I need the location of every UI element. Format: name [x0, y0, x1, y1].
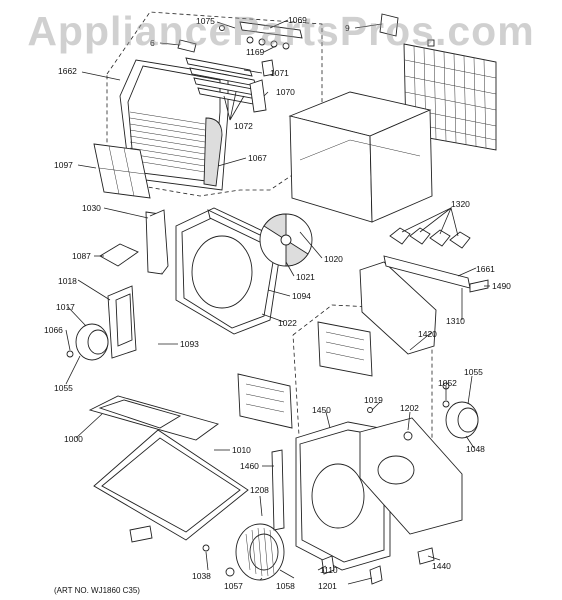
condenser-fan-blade — [259, 213, 313, 267]
blower-motor — [442, 400, 479, 439]
callout-1169: 1169 — [246, 47, 265, 57]
callout-1019: 1019 — [364, 395, 383, 405]
callout-6: 6 — [150, 38, 155, 48]
callout-1097: 1097 — [54, 160, 73, 170]
callout-1087: 1087 — [72, 251, 91, 261]
motor-bracket — [107, 285, 137, 359]
fan-shroud — [175, 207, 283, 335]
callout-1052: 1052 — [438, 378, 457, 388]
callout-1208: 1208 — [250, 485, 269, 495]
callout-1440: 1440 — [432, 561, 451, 571]
callout-1662: 1662 — [58, 66, 77, 76]
callout-1055-left: 1055 — [54, 383, 73, 393]
art-number: (ART NO. WJ1860 C35) — [54, 586, 140, 595]
callout-1460: 1460 — [240, 461, 259, 471]
callout-1022: 1022 — [278, 318, 297, 328]
callout-1057: 1057 — [224, 581, 243, 591]
callout-1093: 1093 — [180, 339, 199, 349]
blower-wheel — [235, 523, 285, 581]
callout-1066: 1066 — [44, 325, 63, 335]
fan-motor — [66, 323, 109, 361]
callout-labels: 1075 1069 6 1169 9 1662 1071 1070 1072 1… — [44, 15, 511, 595]
air-filter — [93, 143, 151, 199]
callout-1055-right: 1055 — [464, 367, 483, 377]
callout-1094: 1094 — [292, 291, 311, 301]
callout-1030: 1030 — [82, 203, 101, 213]
callout-1450: 1450 — [312, 405, 331, 415]
callout-1072: 1072 — [234, 121, 253, 131]
callout-1661: 1661 — [476, 264, 495, 274]
callout-1067: 1067 — [248, 153, 267, 163]
callout-1020: 1020 — [324, 254, 343, 264]
control-panel-bracket — [359, 227, 471, 355]
callout-1201: 1201 — [318, 581, 337, 591]
callout-1110: 1110 — [320, 565, 338, 575]
mount-plate — [99, 243, 139, 267]
callout-1038: 1038 — [192, 571, 211, 581]
louver-links — [177, 21, 303, 77]
callout-1000: 1000 — [64, 434, 83, 444]
base-pan — [88, 395, 249, 541]
callout-1018: 1018 — [58, 276, 77, 286]
callout-1320: 1320 — [451, 199, 470, 209]
mounting-strip — [145, 209, 169, 275]
callout-1017: 1017 — [56, 302, 75, 312]
callout-1075: 1075 — [196, 16, 215, 26]
callout-1069: 1069 — [288, 15, 307, 25]
switch-block — [317, 321, 373, 377]
callout-1071: 1071 — [270, 68, 289, 78]
louvers — [185, 57, 267, 113]
callout-1202: 1202 — [400, 403, 419, 413]
callout-1048: 1048 — [466, 444, 485, 454]
cabinet-case — [288, 91, 433, 223]
callout-1010: 1010 — [232, 445, 251, 455]
callout-1310: 1310 — [446, 316, 465, 326]
callout-9: 9 — [345, 23, 350, 33]
control-assembly — [237, 373, 293, 429]
callout-1490: 1490 — [492, 281, 511, 291]
leader-lines — [65, 19, 490, 585]
callout-1058: 1058 — [276, 581, 295, 591]
callout-1021: 1021 — [296, 272, 315, 282]
callout-1420: 1420 — [418, 329, 437, 339]
callout-1070: 1070 — [276, 87, 295, 97]
evaporator-panel — [359, 417, 463, 535]
misc-small-parts — [129, 279, 489, 585]
